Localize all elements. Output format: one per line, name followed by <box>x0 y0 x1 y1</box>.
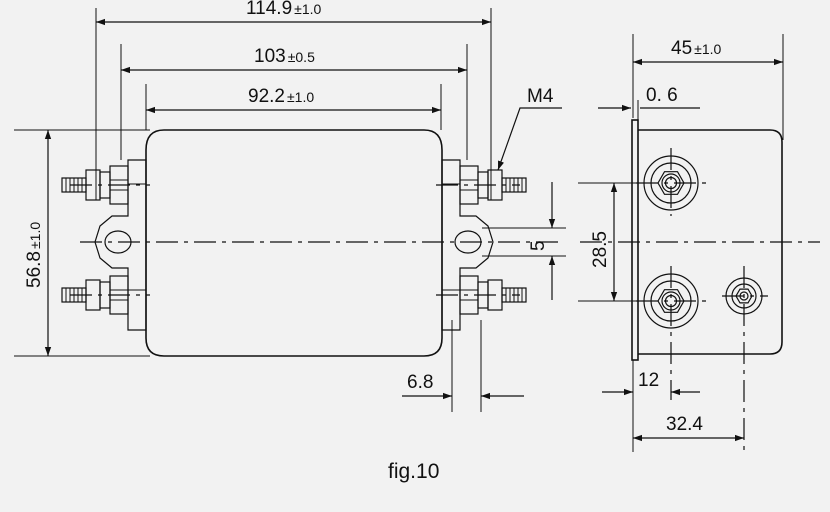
overall-width-label: 114.9±1.0 <box>246 0 322 19</box>
mounting-plate <box>631 119 639 361</box>
ground-offset-label: 32.4 <box>666 414 703 435</box>
left-mounting-flange <box>94 159 147 331</box>
filter-body <box>145 129 443 357</box>
height-label: 56.8±1.0 <box>24 222 45 288</box>
thread-label: M4 <box>527 86 554 107</box>
terminal-spacing-label: 28.5 <box>590 231 611 268</box>
terminal-offset-label: 12 <box>638 370 659 391</box>
m4-leader-line <box>497 107 562 171</box>
right-mounting-flange <box>441 159 494 331</box>
front-view: 114.9±1.0 103±0.5 92.2±1.0 56.8±1.0 <box>14 0 566 412</box>
slot-offset-label: 5 <box>528 240 549 251</box>
mount-pitch-label: 103±0.5 <box>254 46 315 67</box>
figure-caption: fig.10 <box>388 460 439 483</box>
plate-thickness-label: 0. 6 <box>646 85 678 106</box>
depth-label: 45±1.0 <box>671 38 722 59</box>
flange-gap-label: 6.8 <box>407 372 433 393</box>
body-width-label: 92.2±1.0 <box>248 86 314 107</box>
side-view: 45±1.0 0. 6 <box>578 34 820 452</box>
